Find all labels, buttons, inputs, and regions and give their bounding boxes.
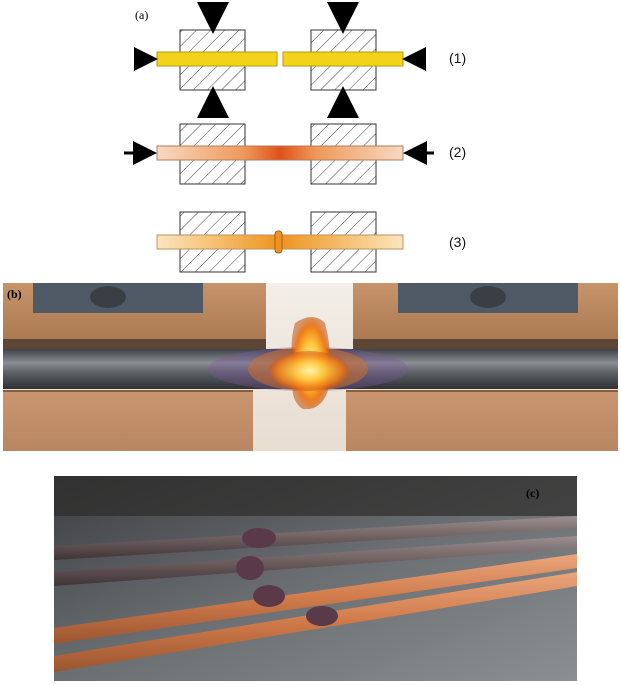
rod-heated	[156, 145, 404, 161]
weld-bead	[253, 585, 285, 607]
welded-rod	[54, 516, 577, 560]
rod-left	[156, 51, 278, 67]
welded-rods-drawing	[54, 476, 577, 681]
rod-right	[282, 51, 404, 67]
panel-c-label: (c)	[526, 486, 540, 500]
step-1-label: (1)	[449, 50, 467, 66]
weld-flash	[274, 230, 283, 254]
welding-photo: (b)	[3, 283, 618, 451]
copper-electrode-bottom-right	[346, 391, 618, 451]
welding-schematic: (a)	[0, 0, 621, 280]
panel-a-label: (a)	[135, 8, 149, 22]
copper-electrode-bottom-left	[3, 391, 253, 451]
step-3-label: (3)	[449, 234, 467, 250]
weld-bead	[306, 606, 338, 626]
welding-photo-drawing	[3, 283, 618, 451]
welded-rods-photo: (c)	[54, 476, 577, 681]
welded-rod	[54, 554, 577, 644]
weld-bead	[236, 556, 264, 580]
welded-rod	[54, 536, 577, 586]
weld-bead	[242, 528, 276, 548]
panel-b-label: (b)	[7, 287, 22, 301]
schematic-drawing	[124, 2, 434, 273]
step-1-diagram	[134, 2, 426, 118]
step-2-label: (2)	[449, 144, 467, 160]
step-2-diagram	[124, 123, 434, 185]
step-3-diagram	[156, 211, 404, 273]
